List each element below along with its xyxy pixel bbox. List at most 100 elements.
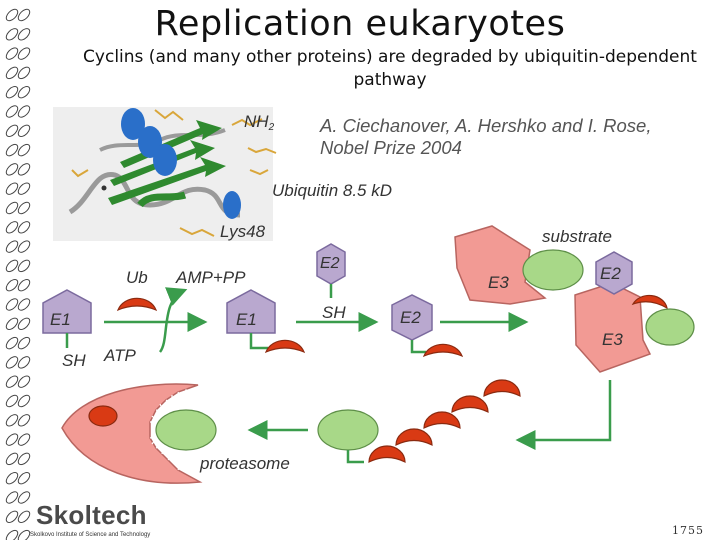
border-link: [5, 298, 19, 311]
polyub-2-shape: [395, 428, 433, 446]
e3-bound-shape: [574, 282, 652, 373]
credit-line-2: Nobel Prize 2004: [320, 137, 462, 158]
border-link: [17, 278, 31, 292]
atp-curve-arrow: [158, 287, 188, 353]
border-link: [5, 47, 19, 60]
border-link: [17, 356, 31, 369]
border-link: [17, 414, 31, 427]
border-link: [17, 66, 31, 80]
ligation-arrow: [515, 380, 612, 450]
border-link: [17, 375, 31, 388]
border-link: [5, 336, 19, 350]
border-link: [5, 163, 19, 176]
border-link: [5, 375, 19, 388]
border-link: [17, 433, 31, 446]
e3-bound-ubiquitin-shape: [631, 294, 668, 310]
border-link: [5, 240, 19, 253]
border-link: [17, 240, 31, 253]
border-link: [17, 491, 31, 504]
border-link: [5, 433, 19, 446]
border-link: [17, 510, 31, 524]
nobel-credit: A. Ciechanover, A. Hershko and I. Rose, …: [320, 115, 651, 159]
e1-sh-label: SH: [62, 351, 86, 370]
decorative-border: [5, 8, 31, 540]
e2-enzyme-shape: [316, 243, 346, 285]
border-link: [5, 221, 19, 234]
e2-charged-shape: [391, 294, 433, 341]
credit-line-1: A. Ciechanover, A. Hershko and I. Rose,: [320, 115, 652, 136]
border-link: [17, 336, 31, 350]
border-link: [5, 510, 19, 524]
border-link: [5, 66, 19, 80]
border-link: [17, 259, 31, 273]
border-link: [17, 182, 31, 195]
border-link: [5, 491, 19, 504]
e1-label: E1: [50, 310, 71, 329]
atp-label: ATP: [103, 346, 136, 365]
border-link: [5, 259, 19, 273]
polyub-3-shape: [423, 411, 461, 429]
e2-thioester-link: [410, 340, 426, 354]
border-link: [17, 317, 31, 331]
lys48-label: Lys48: [220, 222, 266, 241]
logo-subtitle: Skolkovo Institute of Science and Techno…: [30, 532, 151, 538]
border-link: [5, 8, 19, 22]
border-link: [17, 471, 31, 485]
border-link: [5, 317, 19, 331]
e1-charged-label: E1: [236, 310, 257, 329]
polyub-5-shape: [483, 379, 521, 397]
e3-bound-substrate-shape: [645, 308, 695, 346]
border-link: [5, 452, 19, 466]
border-link: [17, 163, 31, 176]
border-link: [5, 529, 19, 540]
e2-sh-label: SH: [322, 303, 346, 322]
border-link: [17, 221, 31, 234]
polyub-link: [346, 450, 364, 464]
e2-label: E2: [320, 255, 340, 272]
border-link: [5, 394, 19, 408]
nh2-label: NH2: [244, 112, 275, 133]
polyub-1-shape: [368, 445, 406, 463]
e1-ubiquitin-shape: [264, 339, 306, 354]
e2-bound-shape: [595, 251, 633, 295]
border-link: [5, 201, 19, 215]
e3-label: E3: [488, 273, 509, 292]
border-link: [17, 28, 31, 41]
e1-thioester-link: [249, 333, 268, 350]
page-title: Replication eukaryotes: [154, 4, 566, 44]
logo-name: Skoltech: [36, 500, 147, 530]
amp-pp-label: AMP+PP: [175, 268, 246, 287]
tagged-substrate-shape: [317, 409, 379, 451]
border-link: [5, 414, 19, 427]
proteasome-substrate-shape: [155, 409, 217, 451]
ubiquitin-shape: [116, 297, 158, 312]
ubiquitin-structure-image: [53, 107, 277, 241]
e2-charged-label: E2: [400, 308, 421, 327]
substrate-label: substrate: [542, 227, 612, 246]
border-link: [17, 529, 31, 540]
border-link: [5, 28, 19, 41]
border-link: [5, 85, 19, 99]
ub-label: Ub: [126, 268, 148, 287]
border-link: [17, 201, 31, 215]
proteasome-label: proteasome: [199, 454, 290, 473]
e2-bound-label: E2: [600, 264, 621, 283]
border-link: [5, 105, 19, 118]
border-link: [17, 47, 31, 60]
border-link: [17, 452, 31, 466]
border-link: [17, 8, 31, 22]
border-link: [17, 298, 31, 311]
border-link: [5, 278, 19, 292]
ubiquitin-label: Ubiquitin 8.5 kD: [272, 181, 392, 200]
border-link: [17, 394, 31, 408]
page-subtitle: Cyclins (and many other proteins) are de…: [83, 47, 697, 90]
e2-ubiquitin-shape: [422, 343, 464, 358]
e3-ligase-shape: [454, 225, 547, 305]
border-link: [17, 143, 31, 157]
polyub-4-shape: [451, 395, 489, 413]
substrate-shape: [522, 249, 584, 291]
proteasome-core-shape: [88, 405, 118, 427]
msu-year: 1755: [672, 524, 704, 537]
border-link: [5, 471, 19, 485]
